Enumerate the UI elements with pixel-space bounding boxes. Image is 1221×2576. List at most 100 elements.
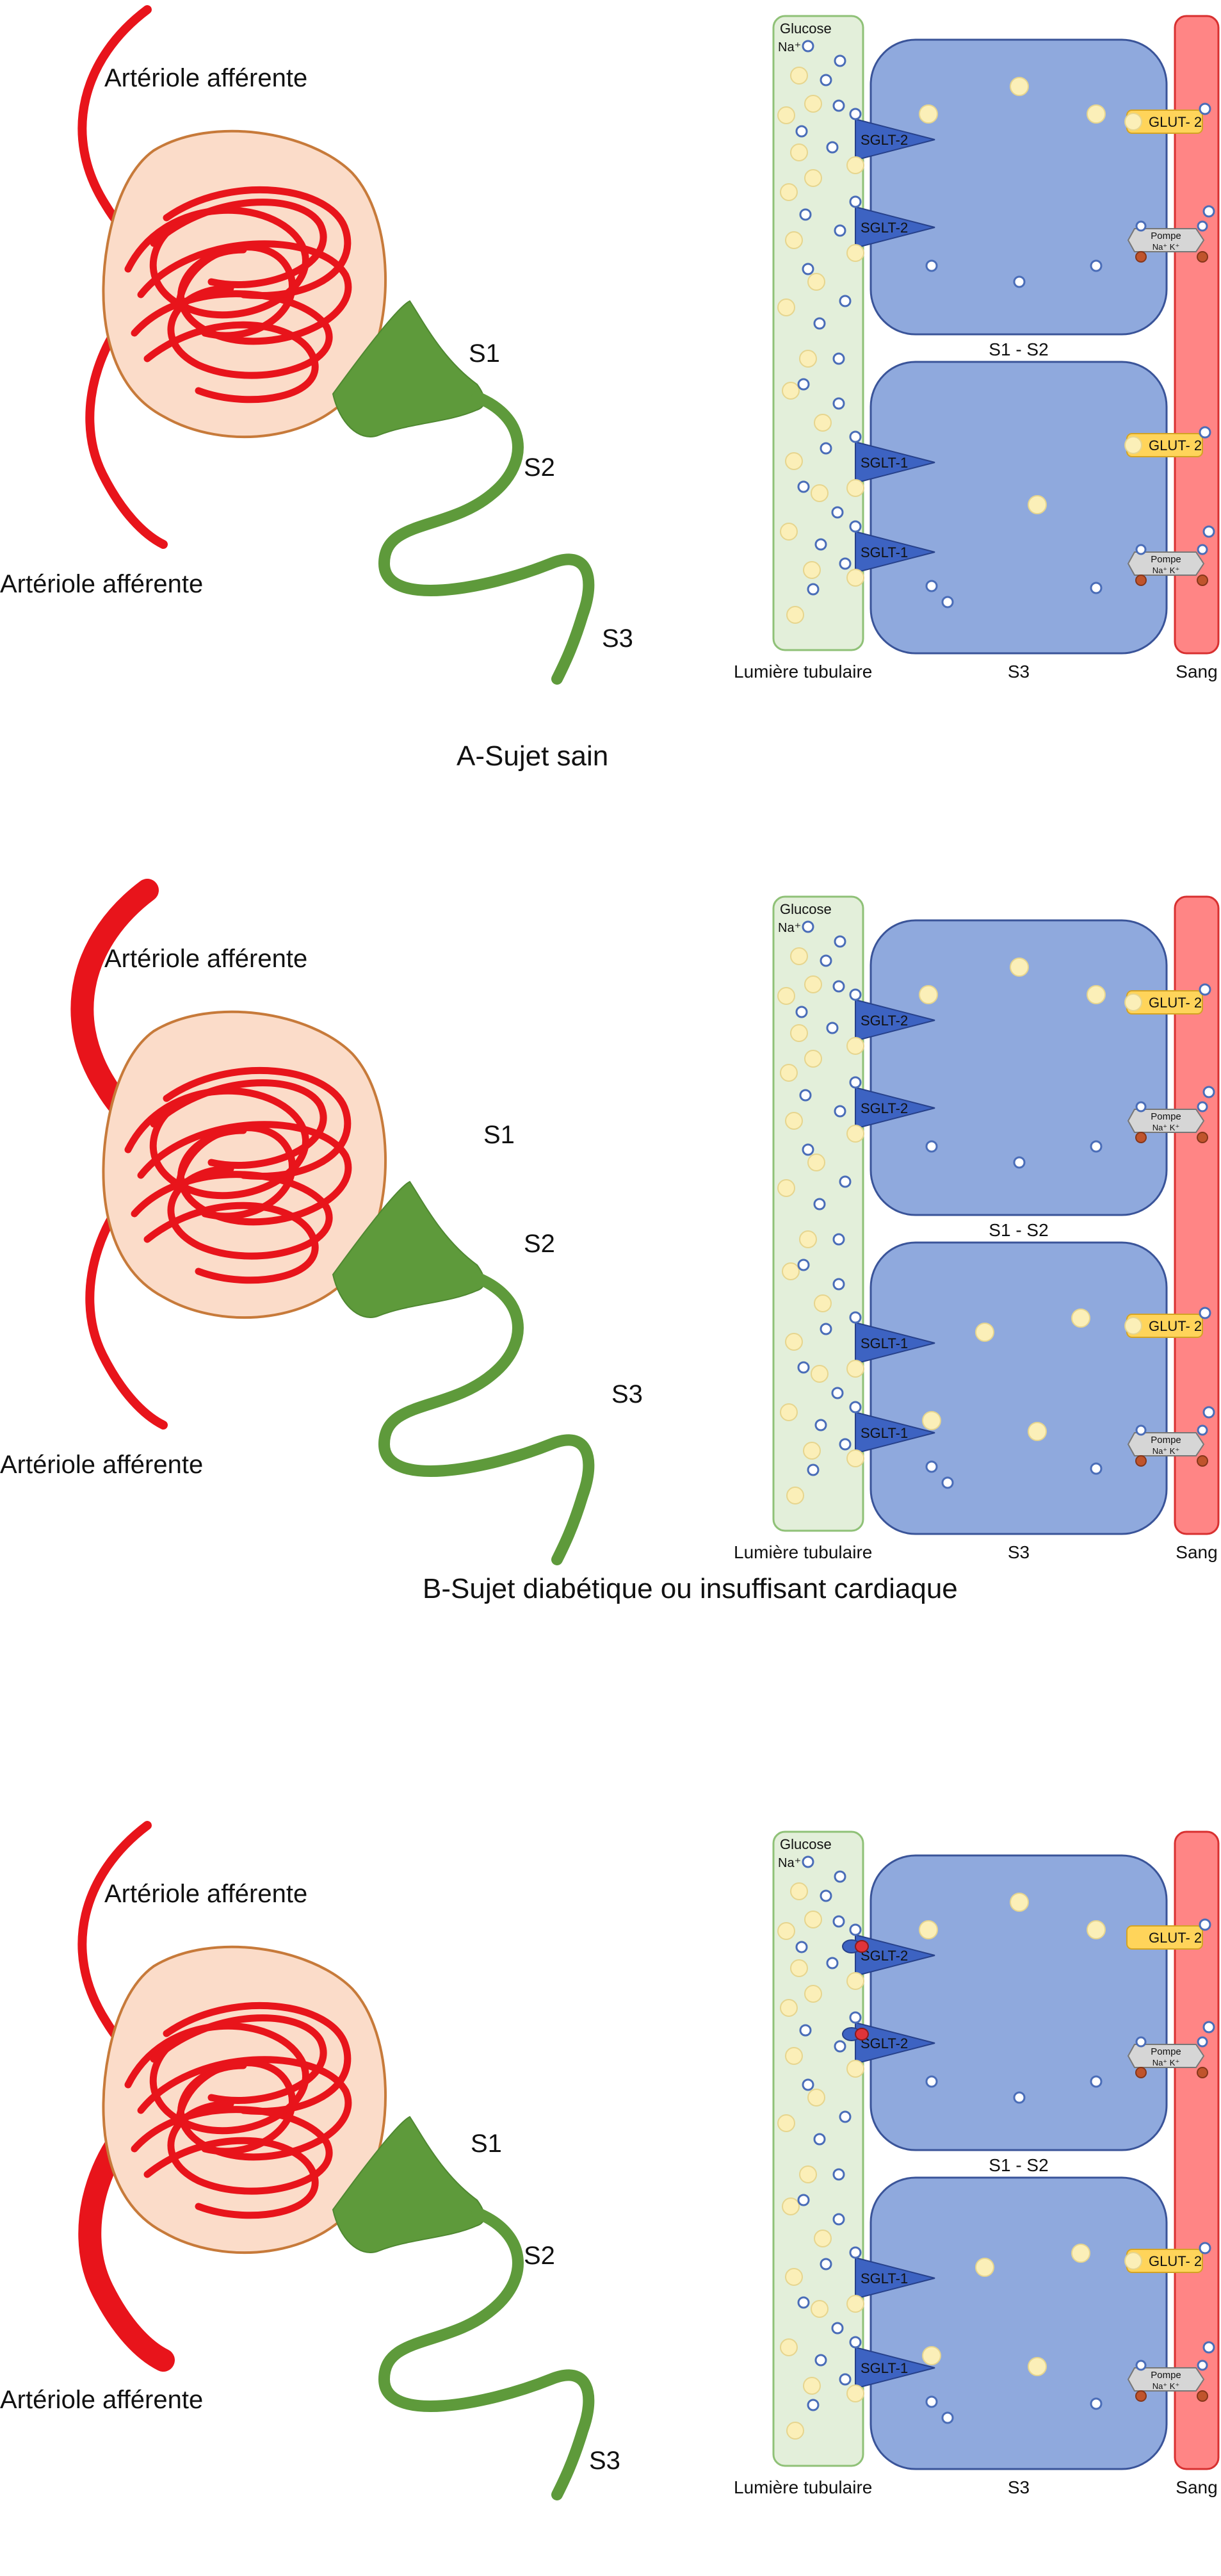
sodium-ion xyxy=(797,480,810,493)
sodium-ion xyxy=(832,352,845,365)
sglt1-transporter-1: SGLT-1 xyxy=(846,1311,935,1378)
label-cell-s3: S3 xyxy=(1008,2477,1030,2497)
label-segment-s3: S3 xyxy=(589,2447,620,2475)
potassium-ion xyxy=(1135,2067,1147,2078)
glucose-molecule xyxy=(804,1050,822,1068)
glucose-molecule xyxy=(811,2300,829,2318)
pump-label-1: Pompe xyxy=(1151,2370,1181,2381)
glucose-molecule xyxy=(780,1064,798,1082)
sglt-label: SGLT-1 xyxy=(861,2360,908,2376)
sglt2-transporter-2: SGLT-2 xyxy=(846,195,935,262)
glucose-molecule xyxy=(777,2114,795,2132)
glut2-transporter-bottom: GLUT- 2 xyxy=(1124,1307,1211,1338)
glucose-exiting xyxy=(1124,113,1142,131)
sglt-label: SGLT-1 xyxy=(861,1425,908,1441)
sglt1-transporter-2: SGLT-1 xyxy=(846,520,935,587)
label-cell-s3: S3 xyxy=(1008,1542,1030,1562)
potassium-ion xyxy=(1135,251,1147,263)
glucose-molecule xyxy=(790,1024,808,1042)
glucose-on-transporter xyxy=(846,569,864,587)
sodium-in-cell xyxy=(1090,1140,1103,1153)
glucose-molecule xyxy=(785,1333,803,1351)
glucose-molecule xyxy=(799,2165,817,2183)
label-arteriole-bottom: Artériole afférente xyxy=(0,570,203,598)
sodium-ion xyxy=(832,980,845,993)
sodium-pumped xyxy=(1197,544,1208,555)
glucose-molecule xyxy=(777,106,795,124)
pump-label-1: Pompe xyxy=(1151,1111,1181,1122)
glucose-molecule xyxy=(803,561,821,579)
glucose-in-cell xyxy=(1010,1893,1029,1912)
sglt-label: SGLT-1 xyxy=(861,2270,908,2287)
sodium-in-blood xyxy=(1202,205,1215,218)
sodium-in-cell xyxy=(1090,259,1103,272)
sodium-ion xyxy=(807,583,820,596)
glomerular-loop-7 xyxy=(175,1124,296,1220)
sglt-label: SGLT-2 xyxy=(861,2035,908,2051)
epithelial-cell-s3 xyxy=(869,1241,1168,1535)
glucose-molecule xyxy=(780,1403,798,1421)
glut2-transporter-top: GLUT- 2 xyxy=(1124,102,1211,134)
sodium-pumped xyxy=(1197,1101,1208,1113)
potassium-ion xyxy=(1135,575,1147,586)
glomerular-loop-5 xyxy=(163,1066,352,1180)
blood-vessel xyxy=(1174,895,1220,1535)
glucose-molecule xyxy=(782,1262,800,1280)
sodium-ion xyxy=(802,920,814,933)
label-segment-s2: S2 xyxy=(524,2242,555,2270)
glucose-molecule xyxy=(814,414,832,432)
glucose-in-cell xyxy=(922,2346,941,2365)
sodium-ion xyxy=(802,40,814,53)
label-arteriole-bottom: Artériole afférente xyxy=(0,2386,203,2414)
sodium-in-cell xyxy=(1013,1156,1026,1169)
glucose-in-cell xyxy=(1010,77,1029,96)
sodium-ion xyxy=(797,1361,810,1374)
pump-shape xyxy=(1127,1432,1205,1456)
sglt-shape xyxy=(855,1934,935,1977)
sglt-label: SGLT-2 xyxy=(861,1948,908,1964)
label-blood: Sang xyxy=(1176,1542,1217,1562)
sodium-ion xyxy=(797,2194,810,2206)
sodium-on-transporter xyxy=(849,988,862,1001)
pump-label-1: Pompe xyxy=(1151,554,1181,565)
panel-caption: A-Sujet sain xyxy=(457,740,608,772)
sodium-ion xyxy=(832,1278,845,1291)
sodium-on-transporter xyxy=(849,195,862,208)
sodium-ion xyxy=(820,1889,832,1902)
sodium-on-transporter xyxy=(849,2246,862,2259)
sodium-in-cell xyxy=(925,259,938,272)
sodium-ion xyxy=(820,442,832,455)
label-cell-s1-s2: S1 - S2 xyxy=(989,2155,1048,2175)
glucose-molecule xyxy=(777,987,795,1005)
sglt-shape xyxy=(855,1086,935,1130)
glucose-in-cell xyxy=(1071,1308,1090,1328)
label-segment-s1: S1 xyxy=(469,339,500,368)
glut2-shape xyxy=(1126,1925,1203,1950)
pump-label-1: Pompe xyxy=(1151,2046,1181,2057)
sglt-label: SGLT-2 xyxy=(861,1013,908,1029)
sodium-ion xyxy=(826,141,839,154)
sglt1-transporter-1: SGLT-1 xyxy=(846,2246,935,2313)
sglt2-transporter-1: SGLT-2 xyxy=(846,108,935,174)
proximal-tubule-s2-s3 xyxy=(378,2207,595,2500)
epithelial-cell-s3 xyxy=(869,361,1168,655)
sodium-pumped xyxy=(1197,2036,1208,2048)
glucose-molecule xyxy=(803,1442,821,1460)
glucose-molecule xyxy=(804,1911,822,1928)
potassium-ion xyxy=(1135,1455,1147,1467)
sodium-ion xyxy=(839,1175,852,1188)
glut2-label: GLUT- 2 xyxy=(1149,437,1202,453)
sodium-on-transporter xyxy=(849,1401,862,1414)
sodium-on-transporter xyxy=(849,2336,862,2349)
glucose-on-transporter xyxy=(846,1449,864,1467)
glomerular-loop-4 xyxy=(131,284,333,379)
glucose-on-transporter xyxy=(846,2384,864,2402)
sodium-ion xyxy=(795,125,808,138)
glomerular-loop-4 xyxy=(131,2100,333,2195)
pump-shape xyxy=(1127,2044,1205,2068)
